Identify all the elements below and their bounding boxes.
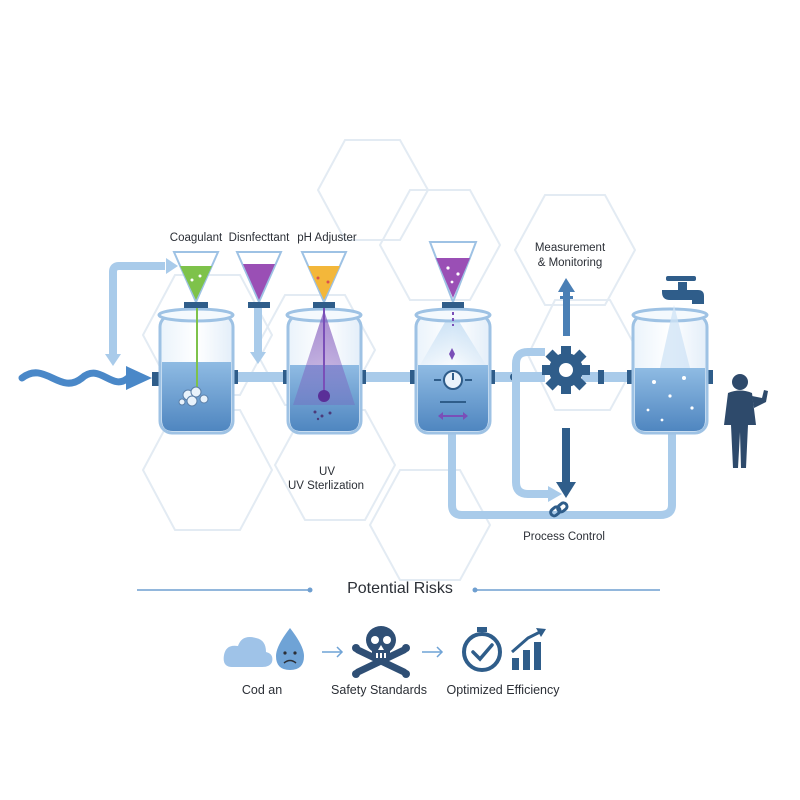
sparkle-icons bbox=[646, 376, 694, 422]
uv-tank bbox=[285, 307, 363, 435]
skull-crossbones-icon bbox=[352, 626, 410, 678]
coagulant-funnel bbox=[172, 251, 220, 308]
chain-link-icon bbox=[549, 501, 569, 518]
faucet-icon bbox=[662, 276, 704, 304]
measurement-tank bbox=[414, 307, 492, 435]
risk-divider bbox=[137, 587, 660, 593]
down-arrow-icon bbox=[556, 428, 576, 498]
gear-icon bbox=[542, 346, 590, 394]
potential-risks-title: Potential Risks bbox=[347, 580, 453, 597]
disinfectant-funnel bbox=[235, 251, 283, 308]
process-control-label: Process Control bbox=[523, 531, 605, 543]
floc-particles-icon bbox=[178, 386, 209, 407]
measurement-label: Measurement bbox=[534, 242, 606, 254]
uv-label: UV bbox=[319, 466, 335, 478]
up-arrow-icon bbox=[558, 278, 575, 336]
gauge-icon bbox=[434, 370, 472, 390]
coagulant-tank bbox=[157, 307, 235, 435]
reagent-funnel bbox=[428, 241, 478, 326]
clean-water-tank bbox=[631, 305, 709, 435]
risk-item-label: Optimized Efficiency bbox=[446, 683, 560, 697]
person-thumbs-up-icon bbox=[724, 374, 768, 468]
stopwatch-icon bbox=[462, 627, 502, 672]
disinfectant-label: Disnfecttant bbox=[228, 232, 290, 244]
recycle-pipe bbox=[105, 258, 178, 366]
process-control-loop bbox=[448, 348, 676, 519]
uv-sterilization-label: UV Sterlization bbox=[287, 480, 365, 492]
arrow-right-icon bbox=[322, 646, 344, 658]
monitoring-label: & Monitoring bbox=[537, 257, 603, 269]
ph-adjuster-funnel bbox=[300, 251, 348, 308]
risk-item-label: Safety Standards bbox=[331, 683, 427, 697]
bar-chart-growth-icon bbox=[511, 628, 546, 670]
inlet-flow-arrow bbox=[18, 366, 152, 390]
cloud-sad-drop-icon bbox=[223, 628, 304, 670]
risk-item-label: Cod an bbox=[241, 683, 283, 697]
arrow-right-icon bbox=[422, 646, 444, 658]
ph-adjuster-label: pH Adjuster bbox=[297, 232, 357, 244]
coagulant-label: Coagulant bbox=[169, 232, 223, 244]
double-arrow-icon bbox=[438, 412, 468, 420]
disinfectant-pipe bbox=[250, 305, 266, 364]
